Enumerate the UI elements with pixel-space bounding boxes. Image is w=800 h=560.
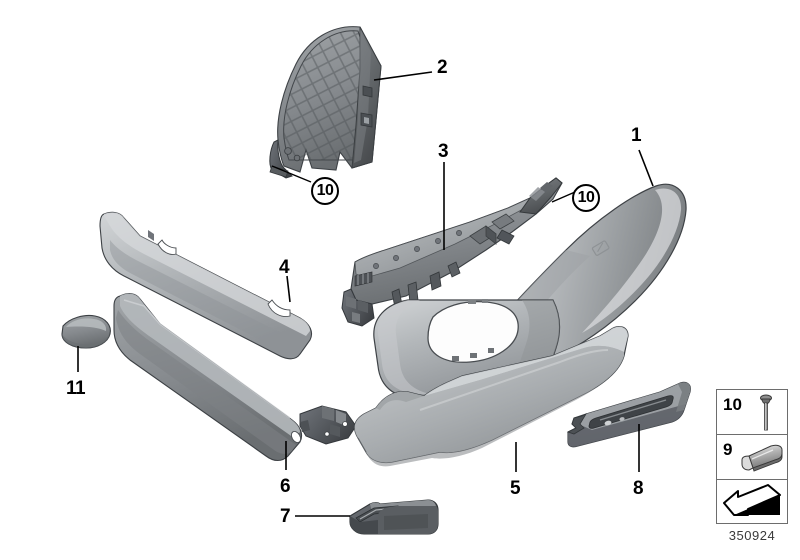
legend-number-10: 10 xyxy=(723,395,742,414)
callout-7: 7 xyxy=(280,506,291,527)
callout-6: 6 xyxy=(280,476,291,497)
legend-cell-9: 9 xyxy=(717,435,787,480)
part-1-emboss-mark xyxy=(591,240,610,256)
legend-box: 10 9 xyxy=(716,389,788,524)
leader-4 xyxy=(286,275,291,303)
part-7-rail-end-cap-clip xyxy=(349,499,439,535)
part-8-seat-rail-trim-cover xyxy=(566,381,691,448)
callout-8: 8 xyxy=(633,478,644,499)
part-3-seat-rail-carrier-bracket xyxy=(341,177,563,327)
legend-cell-arrow xyxy=(717,480,787,525)
callout-1: 1 xyxy=(631,125,642,146)
part-4-upper-trim-strip xyxy=(99,211,313,360)
legend-number-9: 9 xyxy=(723,440,733,459)
callout-3: 3 xyxy=(438,141,449,162)
callout-11: 11 xyxy=(66,378,86,399)
leader-2 xyxy=(373,71,433,81)
circled-callout-10-top: 10 xyxy=(311,177,339,205)
callout-5: 5 xyxy=(510,478,521,499)
part-2-backrest-side-cover xyxy=(269,26,382,179)
legend-cell-10: 10 xyxy=(717,390,787,435)
leader-10-top xyxy=(271,165,312,183)
diagram-id-number: 350924 xyxy=(728,528,776,543)
circled-callout-10-right: 10 xyxy=(572,184,600,212)
part-6-seat-rail-cover-long xyxy=(113,293,357,462)
callout-2: 2 xyxy=(437,57,448,78)
part-1-seat-trim-panel-outer xyxy=(373,183,687,399)
callout-4: 4 xyxy=(279,257,290,278)
part-5-lower-seat-trim-panel xyxy=(354,326,629,467)
leader-1 xyxy=(638,149,654,187)
leader-10-right xyxy=(551,191,576,203)
rivet-pin-icon xyxy=(749,392,783,438)
spring-clip-icon xyxy=(739,443,785,478)
direction-arrow-icon xyxy=(720,483,784,526)
leader-lines xyxy=(77,71,654,517)
part-11-adjuster-knob-cap xyxy=(61,314,111,349)
